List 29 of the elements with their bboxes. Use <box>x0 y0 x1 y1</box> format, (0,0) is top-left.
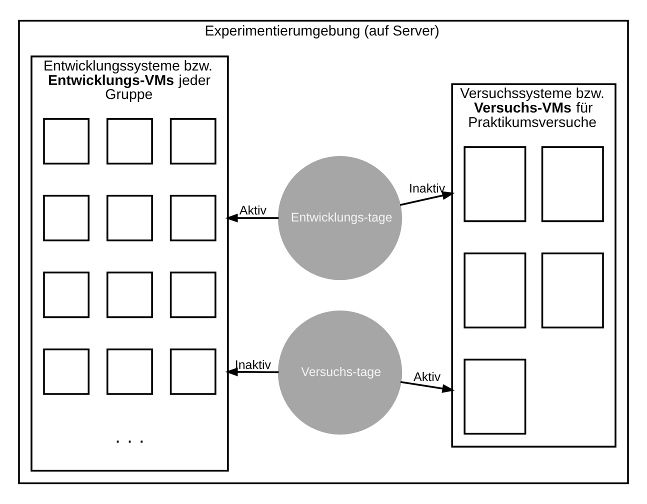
arrow <box>225 368 279 376</box>
node-box <box>541 146 604 222</box>
edge-label: Aktiv <box>414 370 441 384</box>
arrow <box>400 381 455 393</box>
label: · · · <box>114 430 145 452</box>
node-circle: Versuchs-tage <box>278 310 402 435</box>
arrow <box>225 214 279 222</box>
node-box <box>43 194 90 242</box>
node-box <box>170 348 216 395</box>
edge-label: Inaktiv <box>409 181 446 196</box>
node-box <box>106 272 153 318</box>
node-box <box>541 252 604 328</box>
arrow <box>400 191 455 206</box>
node-box <box>43 118 90 164</box>
node-box <box>464 146 526 222</box>
node-box <box>43 272 90 318</box>
edge-label: Aktiv <box>239 204 266 218</box>
node-box <box>170 194 216 242</box>
cluster: Versuchssysteme bzw. Versuchs-VMs für Praktikumsversuche <box>451 83 616 448</box>
node-box <box>106 118 153 164</box>
node-box <box>43 348 90 395</box>
node-circle: Entwicklungs-tage <box>278 156 402 280</box>
node-box <box>464 358 526 435</box>
node-box <box>170 272 216 318</box>
node-box <box>170 118 216 164</box>
node-box <box>464 252 526 328</box>
node-box <box>106 348 153 395</box>
node-box <box>106 194 153 242</box>
edge-label: Inaktiv <box>234 358 272 372</box>
